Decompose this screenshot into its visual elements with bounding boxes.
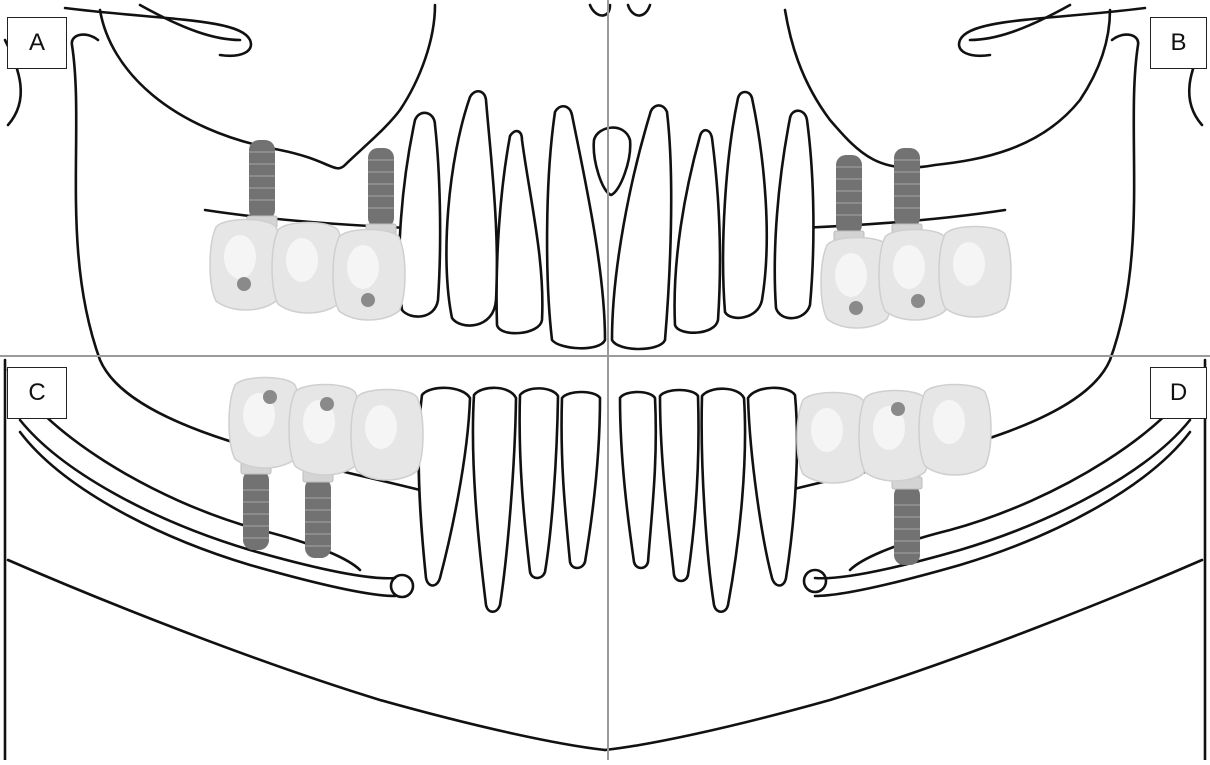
right-lower-jaw-curve xyxy=(605,560,1202,750)
pontic-crown xyxy=(939,227,1011,318)
right-maxilla-line xyxy=(785,10,1110,168)
upper-tooth xyxy=(775,111,814,318)
lower-tooth xyxy=(748,388,797,586)
right-mental-foramen xyxy=(804,570,826,592)
screw-access-hole xyxy=(237,277,251,291)
upper-teeth xyxy=(399,91,813,349)
pontic-crown xyxy=(797,393,869,484)
implant-screw xyxy=(892,148,922,236)
quadrant-a-prosthesis xyxy=(210,140,405,320)
lower-tooth xyxy=(473,388,516,612)
pontic-crown xyxy=(919,385,991,476)
left-mental-foramen xyxy=(391,575,413,597)
implant-screw xyxy=(303,470,333,558)
implant-screw xyxy=(247,140,277,228)
quadrant-label-d: D xyxy=(1150,367,1207,419)
quadrant-label-a: A xyxy=(7,17,67,69)
screw-access-hole xyxy=(891,402,905,416)
lower-tooth xyxy=(660,390,699,581)
lower-tooth xyxy=(419,388,470,586)
top-left-arc-2 xyxy=(140,5,240,40)
implant-screw xyxy=(241,462,271,550)
lower-tooth xyxy=(562,392,600,568)
lower-tooth xyxy=(520,388,558,578)
screw-access-hole xyxy=(361,293,375,307)
implant-screw xyxy=(834,155,864,243)
upper-tooth xyxy=(594,128,630,195)
screw-access-hole xyxy=(320,397,334,411)
quadrant-label-c: C xyxy=(7,367,67,419)
upper-tooth xyxy=(723,92,767,318)
screw-access-hole xyxy=(911,294,925,308)
upper-tooth xyxy=(497,131,543,333)
upper-tooth xyxy=(675,130,720,332)
top-right-arc-2 xyxy=(970,5,1070,40)
quadrant-label-b: B xyxy=(1150,17,1207,69)
lower-tooth xyxy=(702,389,745,612)
screw-access-hole xyxy=(849,301,863,315)
quadrant-d-prosthesis xyxy=(797,385,991,566)
screw-access-hole xyxy=(263,390,277,404)
implant-screw xyxy=(892,477,922,565)
right-nasal-line xyxy=(628,5,650,16)
implant-screw xyxy=(366,148,396,236)
lower-tooth xyxy=(620,392,656,568)
quadrant-b-prosthesis xyxy=(821,148,1011,328)
left-lower-jaw-curve xyxy=(8,560,605,750)
jaw-outline xyxy=(5,5,1205,760)
quadrant-c-prosthesis xyxy=(229,378,423,559)
upper-tooth xyxy=(446,91,497,325)
implant-crown xyxy=(210,220,282,311)
pontic-crown xyxy=(351,390,423,481)
